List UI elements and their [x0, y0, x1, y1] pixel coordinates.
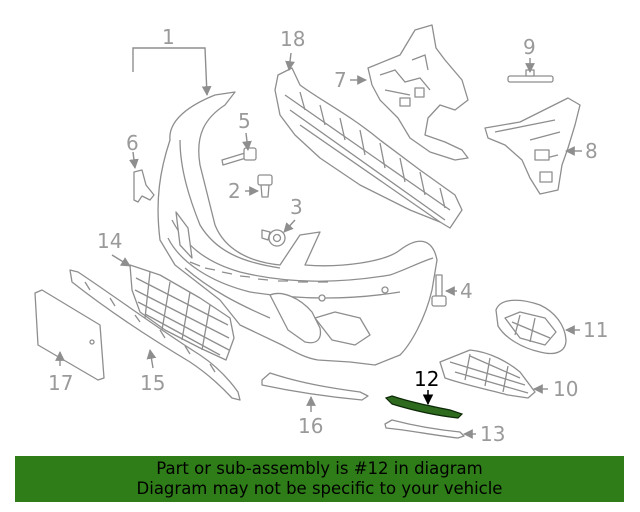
part-9-clip	[507, 69, 554, 83]
part-16-strip	[261, 372, 369, 401]
part-17-plate	[34, 289, 105, 381]
callout-13: 13	[480, 422, 505, 446]
part-15-strip	[69, 269, 241, 401]
callout-8: 8	[585, 139, 598, 163]
part-2-screw	[257, 174, 273, 198]
part-18-absorber	[274, 67, 463, 229]
callout-17: 17	[48, 371, 73, 395]
part-12-strip	[384, 395, 464, 419]
leader-lines	[55, 47, 582, 439]
callout-16: 16	[298, 414, 323, 438]
part-8-bracket	[484, 97, 581, 195]
callout-10: 10	[553, 377, 578, 401]
callouts: 1 2 3 4 5 6 7 8 9 10 11 12 13 14 15 16 1…	[48, 25, 608, 446]
part-4-bolt	[431, 274, 447, 307]
callout-2: 2	[228, 179, 241, 203]
callout-14: 14	[97, 229, 122, 253]
part-7-bracket	[367, 24, 469, 161]
callout-15: 15	[140, 371, 165, 395]
callout-12: 12	[414, 367, 439, 391]
bumper-cover	[157, 91, 438, 366]
banner-line-1: Part or sub-assembly is #12 in diagram	[156, 459, 483, 478]
part-11-bezel	[495, 299, 567, 355]
callout-6: 6	[126, 131, 139, 155]
banner-line-2: Diagram may not be specific to your vehi…	[136, 479, 503, 498]
callout-3: 3	[290, 195, 303, 219]
callout-5: 5	[238, 109, 251, 133]
callout-4: 4	[460, 279, 473, 303]
part-3-nut	[261, 229, 286, 247]
part-13-strip	[384, 419, 465, 439]
part-5-bolt	[221, 147, 257, 166]
callout-7: 7	[334, 68, 347, 92]
part-6-bracket	[133, 169, 155, 203]
callout-11: 11	[583, 318, 608, 342]
part-10-grille	[439, 349, 536, 399]
callout-1: 1	[162, 25, 175, 49]
info-banner: Part or sub-assembly is #12 in diagram D…	[15, 456, 624, 502]
part-14-grille	[129, 264, 235, 361]
callout-9: 9	[523, 35, 536, 59]
callout-18: 18	[280, 27, 305, 51]
